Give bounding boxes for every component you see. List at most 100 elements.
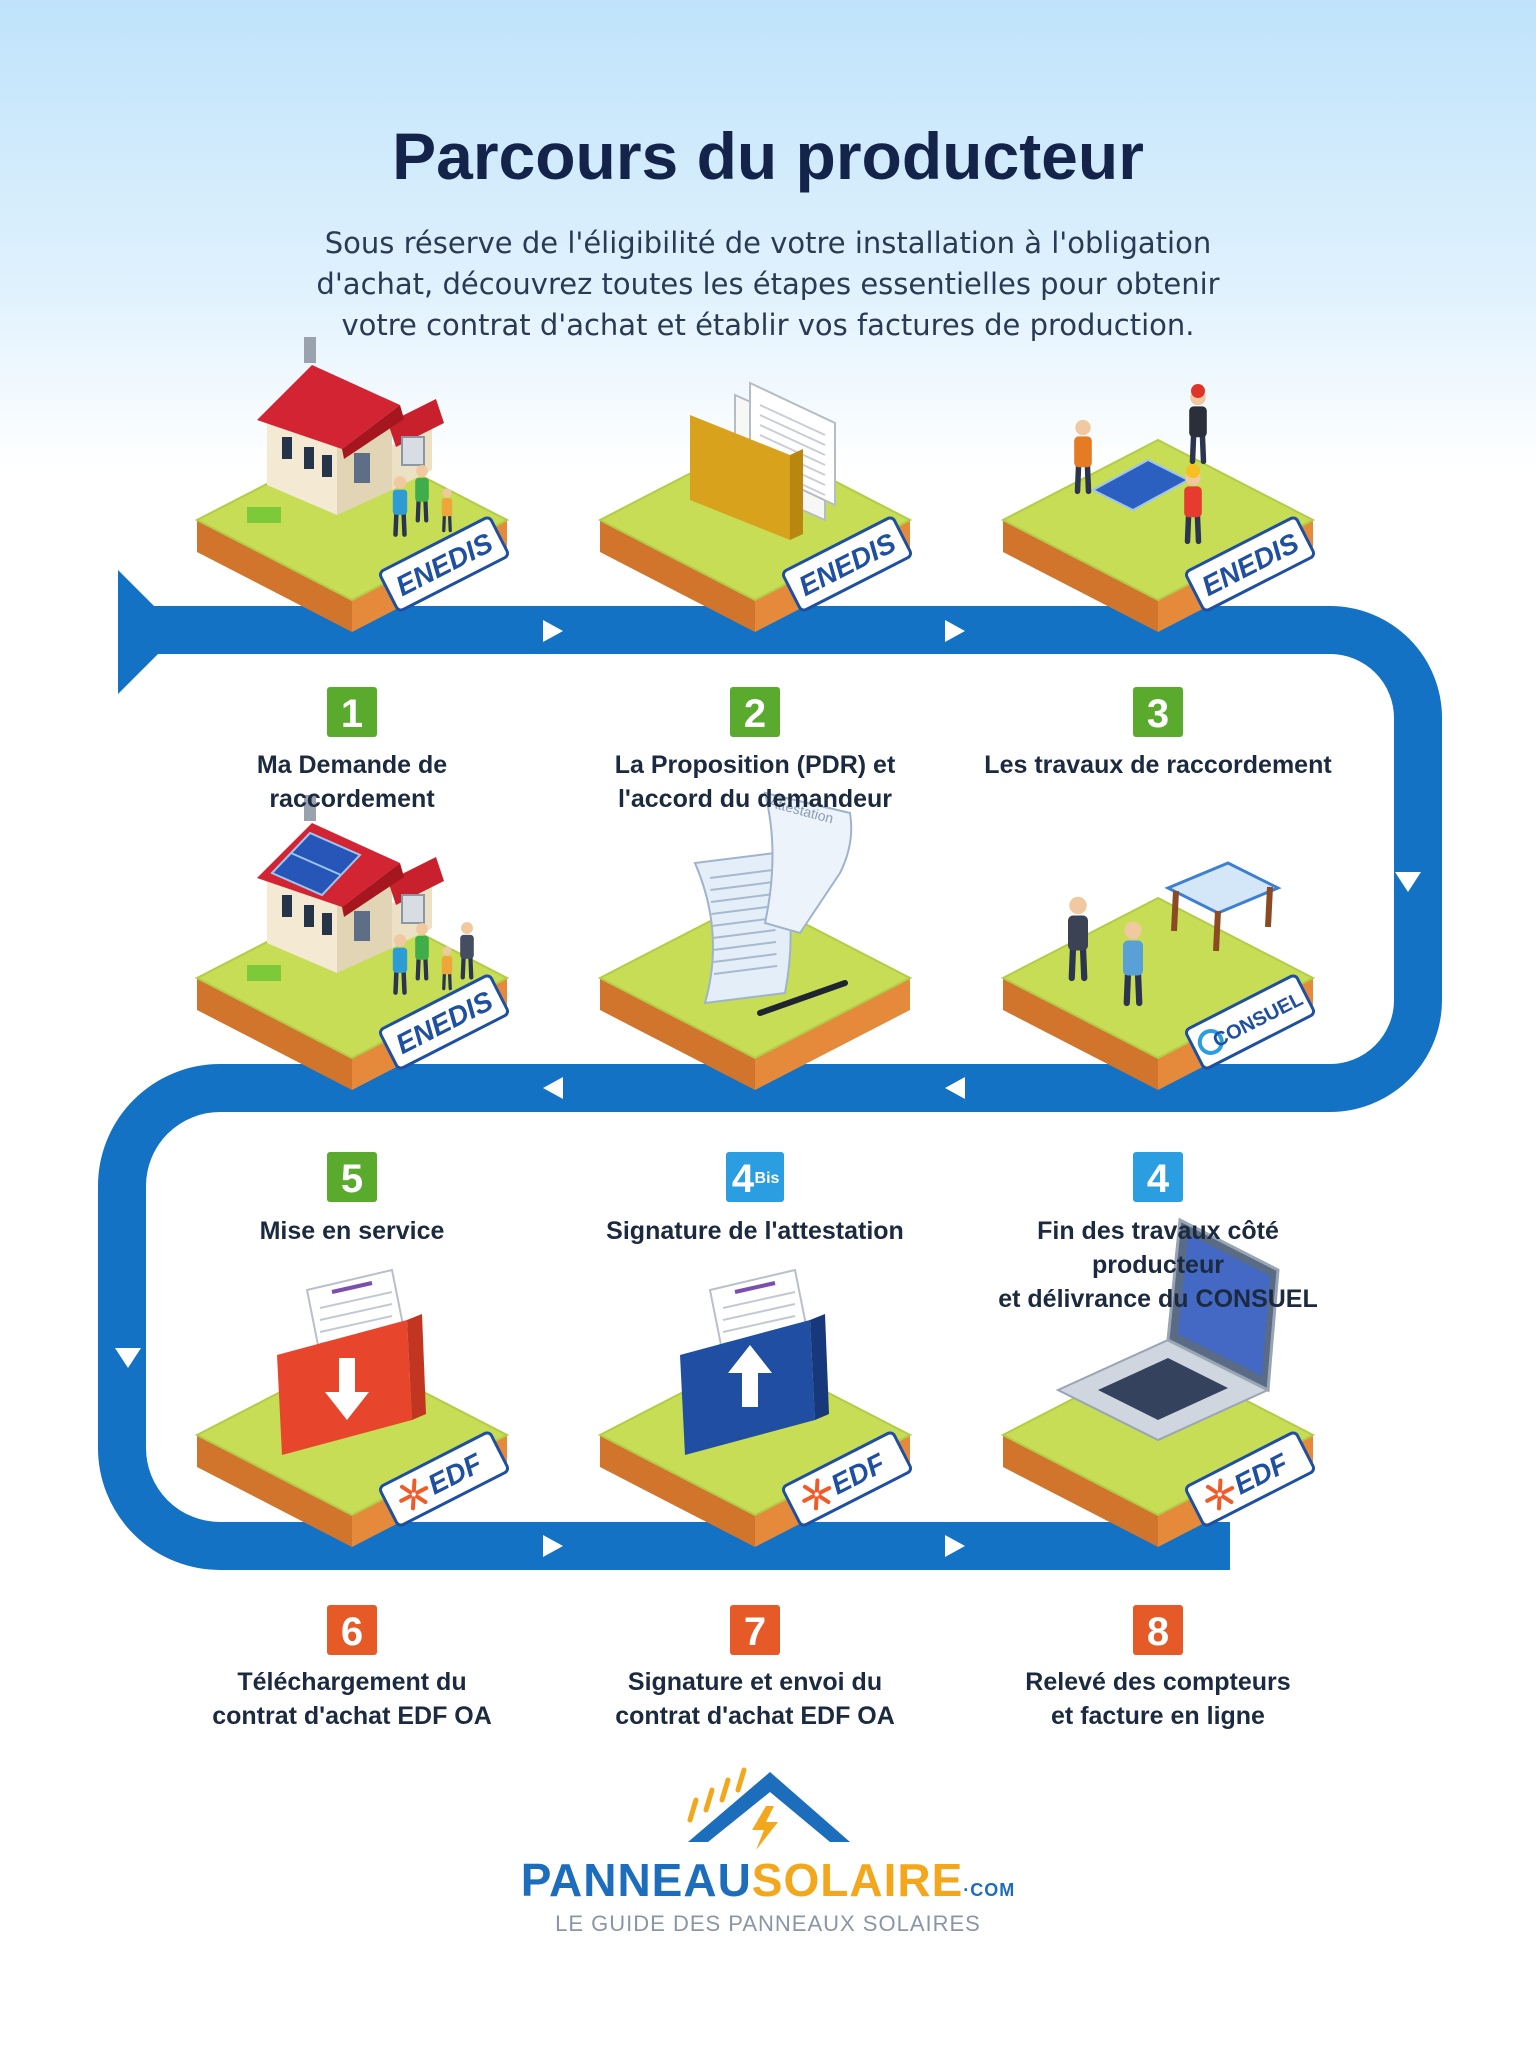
step-label-line: raccordement <box>269 785 435 813</box>
step-6-label: Mise en service <box>162 1214 542 1248</box>
step-3-illustration: ENEDIS <box>1000 384 1316 632</box>
arrow-right-icon <box>945 1535 965 1557</box>
step-label-line: Fin des travaux côté producteur <box>1037 1217 1279 1279</box>
step-badge: 2 <box>726 683 784 741</box>
platform-side-left <box>600 978 755 1090</box>
edf-logo-icon: EDF <box>378 1431 510 1527</box>
step-label-line: et délivrance du CONSUEL <box>998 1285 1318 1313</box>
badge-number: 8 <box>1147 1610 1169 1654</box>
step-5-illustration: Attestation <box>597 791 913 1090</box>
arrow-right-icon <box>543 620 563 642</box>
laptop-icon <box>1055 1217 1280 1442</box>
step-4-label: Fin des travaux côté producteur et délivr… <box>968 1214 1348 1316</box>
step-label-line: Ma Demande de <box>256 751 448 779</box>
start-arrow-icon <box>118 570 180 694</box>
step-1-label: Ma Demande de raccordement <box>162 748 542 816</box>
step-label-line: Signature de l'attestation <box>606 1217 904 1245</box>
arrow-down-icon <box>1395 872 1421 892</box>
step-label-line: contrat d'achat EDF OA <box>212 1702 492 1730</box>
platform-side-left <box>197 1435 352 1547</box>
platform-side-left <box>1003 1435 1158 1547</box>
badge-number: 5 <box>341 1157 363 1201</box>
page-title: Parcours du producteur <box>392 119 1144 193</box>
badge-number: 4 <box>1147 1157 1170 1201</box>
platform-side-left <box>1003 520 1158 632</box>
step-label-line: La Proposition (PDR) et <box>614 751 896 779</box>
platform-side-left <box>197 978 352 1090</box>
roof-shape <box>688 1772 850 1842</box>
badge-fill <box>726 1152 784 1202</box>
page-subtitle: Sous réserve de l'éligibilité de votre i… <box>268 223 1268 346</box>
step-badge: 1 <box>323 683 381 741</box>
badge-number: 4 <box>732 1157 755 1201</box>
arrow-up-icon <box>728 1345 772 1407</box>
step-badge: 6 <box>323 1601 381 1659</box>
platform-side-right <box>755 978 910 1090</box>
step-badge: 3 <box>1129 683 1187 741</box>
sun-ray <box>735 1767 747 1793</box>
arrow-down-icon <box>115 1348 141 1368</box>
step-8-illustration: EDF <box>597 1268 913 1547</box>
step-3-label: Les travaux de raccordement <box>968 748 1348 782</box>
flow-path-line <box>98 606 1442 1570</box>
badge-number: 7 <box>744 1610 766 1654</box>
step-2-illustration: ENEDIS <box>597 381 913 632</box>
upload-folder-icon <box>680 1268 829 1455</box>
step-label-line: Relevé des compteurs <box>1025 1668 1291 1696</box>
house-icon <box>247 337 453 537</box>
step-7-illustration: EDF <box>194 1268 510 1547</box>
badge-number: 6 <box>341 1610 363 1654</box>
platform-side-left <box>600 520 755 632</box>
step-label-line: l'accord du demandeur <box>617 785 893 813</box>
subtitle-line: Sous réserve de l'éligibilité de votre i… <box>324 226 1212 260</box>
arrow-left-icon <box>543 1077 563 1099</box>
pen-icon <box>757 980 848 1016</box>
platform-side-left <box>197 520 352 632</box>
lightning-icon <box>752 1806 778 1850</box>
badge-fill <box>1133 1152 1183 1202</box>
sun-ray <box>703 1787 715 1813</box>
step-label-line: Les travaux de raccordement <box>984 751 1332 779</box>
badge-fill <box>327 1152 377 1202</box>
step-badge: 5 <box>323 1148 381 1206</box>
logo-tagline: LE GUIDE DES PANNEAUX SOLAIRES <box>555 1911 981 1936</box>
step-label-line: Mise en service <box>259 1217 445 1245</box>
subtitle-line: d'achat, découvrez toutes les étapes ess… <box>316 267 1220 301</box>
logo-domain: ·COM <box>963 1880 1016 1900</box>
badge-fill <box>1133 1605 1183 1655</box>
step-label-line: Signature et envoi du <box>627 1668 883 1696</box>
step-8-label: Signature et envoi du contrat d'achat EDF… <box>565 1665 945 1733</box>
edf-logo-icon: EDF <box>1184 1431 1316 1527</box>
step-9-label: Relevé des compteurs et facture en ligne <box>968 1665 1348 1733</box>
arrow-right-icon <box>945 620 965 642</box>
logo-word-solaire: SOLAIRE <box>751 1854 964 1906</box>
badge-number: 2 <box>744 692 766 736</box>
house-solar-icon <box>247 795 474 995</box>
arrow-down-icon <box>325 1358 369 1420</box>
step-badge: 7 <box>726 1601 784 1659</box>
logo-word-panneau: PANNEAU <box>520 1854 752 1906</box>
keyboard <box>1098 1358 1228 1420</box>
handshake-blueprint-icon <box>1068 861 1282 1007</box>
sun-ray <box>687 1797 699 1823</box>
step-badge: 4 <box>1129 1148 1187 1206</box>
badge-number: 1 <box>341 692 363 736</box>
arrow-right-icon <box>543 1535 563 1557</box>
step-badge: 8 <box>1129 1601 1187 1659</box>
platform-side-left <box>1003 978 1158 1090</box>
workers-solar-panel-icon <box>1074 384 1207 545</box>
step-2-label: La Proposition (PDR) et l'accord du deman… <box>565 748 945 816</box>
badge-suffix: Bis <box>755 1170 780 1187</box>
attestation-scroll-icon: Attestation <box>693 791 853 1016</box>
step-label-line: contrat d'achat EDF OA <box>615 1702 895 1730</box>
badge-fill <box>327 1605 377 1655</box>
badge-number: 3 <box>1147 692 1169 736</box>
subtitle-line: votre contrat d'achat et établir vos fac… <box>341 308 1195 342</box>
step-label-line: et facture en ligne <box>1051 1702 1265 1730</box>
panneausolaire-logo-icon <box>687 1767 850 1850</box>
laptop-screen <box>1178 1234 1270 1376</box>
